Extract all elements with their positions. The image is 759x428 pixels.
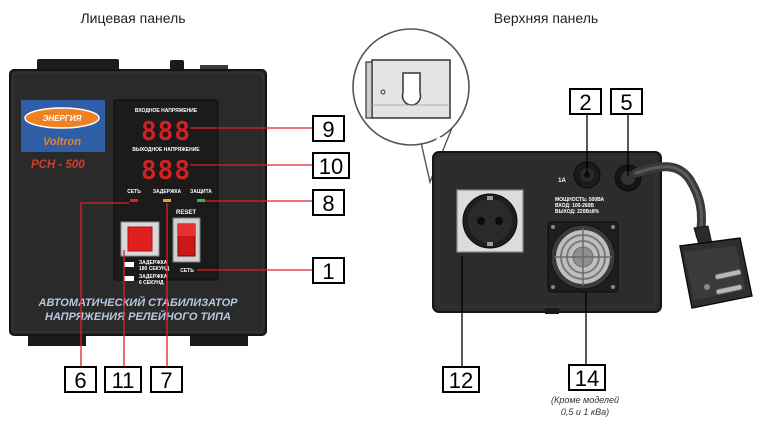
fuse-rating-label: 1А — [558, 178, 566, 184]
callout-6 — [64, 366, 97, 393]
indicator-network-label: СЕТЬ — [127, 189, 141, 195]
fan-note-line-2: 0,5 и 1 кВа) — [561, 407, 609, 417]
callout-9-number: 9 — [322, 117, 334, 142]
top-panel-title: Верхняя панель — [494, 10, 598, 26]
callout-11 — [104, 366, 142, 393]
model-label: РСН - 500 — [31, 159, 85, 171]
delay-long-icon — [124, 262, 134, 267]
callout-1 — [312, 257, 345, 284]
fan-note-line-1: (Кроме моделей — [551, 395, 619, 405]
callout-6-number: 6 — [74, 368, 86, 393]
reset-label: RESET — [176, 210, 196, 216]
output-voltage-label: ВЫХОДНОЕ НАПРЯЖЕНИЕ — [132, 147, 200, 153]
delay-short-icon — [124, 276, 134, 281]
callout-10-number: 10 — [319, 154, 343, 179]
euro-plug — [679, 225, 753, 309]
callout-10 — [312, 152, 350, 179]
callout-11-number: 11 — [112, 368, 135, 393]
callout-8 — [312, 189, 345, 216]
top-knob — [170, 60, 184, 70]
power-switch-label: СЕТЬ — [180, 268, 194, 274]
delay-long-label-1: ЗАДЕРЖКА — [139, 260, 168, 266]
front-callouts: 9 10 8 1 6 11 7 — [64, 115, 350, 393]
spec-output: ВЫХОД: 220В±8% — [555, 209, 600, 215]
callout-9 — [312, 115, 345, 142]
delay-short-label-1: ЗАДЕРЖКА — [139, 274, 168, 280]
delay-long-label-2: 180 СЕКУНД — [139, 266, 170, 272]
delay-led — [163, 199, 171, 202]
output-socket[interactable] — [456, 189, 524, 253]
callout-5 — [610, 88, 643, 115]
callout-14-number: 14 — [575, 366, 599, 391]
indicator-delay-label: ЗАДЕРЖКА — [153, 189, 182, 195]
caption-line-2: НАПРЯЖЕНИЯ РЕЛЕЙНОГО ТИПА — [45, 310, 231, 323]
cooling-fan — [547, 221, 619, 293]
front-panel-device: ЭНЕРГИЯ Voltron РСН - 500 ВХОДНОЕ НАПРЯЖ… — [9, 59, 267, 346]
input-voltage-display: 888 — [141, 117, 191, 147]
top-callouts: 2 5 12 14 (Кроме моделей 0,5 и 1 кВа) — [442, 88, 643, 417]
caption-line-1: АВТОМАТИЧЕСКИЙ СТАБИЛИЗАТОР — [38, 296, 239, 309]
callout-14 — [568, 364, 606, 391]
callout-7 — [150, 366, 183, 393]
callout-5-number: 5 — [620, 90, 632, 115]
callout-12-number: 12 — [449, 368, 473, 393]
output-voltage-display: 888 — [141, 156, 191, 186]
indicator-protection-label: ЗАЩИТА — [190, 189, 212, 195]
brand-logo-text: ЭНЕРГИЯ — [43, 114, 82, 123]
top-panel-device: 1А МОЩНОСТЬ: 500ВА ВХОД: 100-260В ВЫХОД:… — [432, 151, 707, 314]
delay-short-label-2: 6 СЕКУНД — [139, 280, 164, 286]
input-voltage-label: ВХОДНОЕ НАПРЯЖЕНИЕ — [135, 108, 198, 114]
callout-2-number: 2 — [579, 90, 591, 115]
callout-1-number: 1 — [322, 259, 334, 284]
spec-input: ВХОД: 100-260В — [555, 203, 594, 209]
callout-2 — [569, 88, 602, 115]
keyhole-slot — [401, 72, 422, 106]
protection-led — [197, 199, 205, 202]
front-panel-title: Лицевая панель — [80, 10, 185, 26]
network-led — [130, 199, 138, 202]
brand-logo: ЭНЕРГИЯ Voltron — [21, 100, 105, 152]
brand-sub-text: Voltron — [43, 136, 81, 148]
callout-8-number: 8 — [322, 191, 334, 216]
callout-12 — [442, 366, 480, 393]
delay-button-face[interactable] — [127, 226, 153, 252]
mounting-hole-magnifier — [352, 28, 470, 185]
spec-power: МОЩНОСТЬ: 500ВА — [555, 197, 605, 203]
callout-7-number: 7 — [160, 368, 172, 393]
